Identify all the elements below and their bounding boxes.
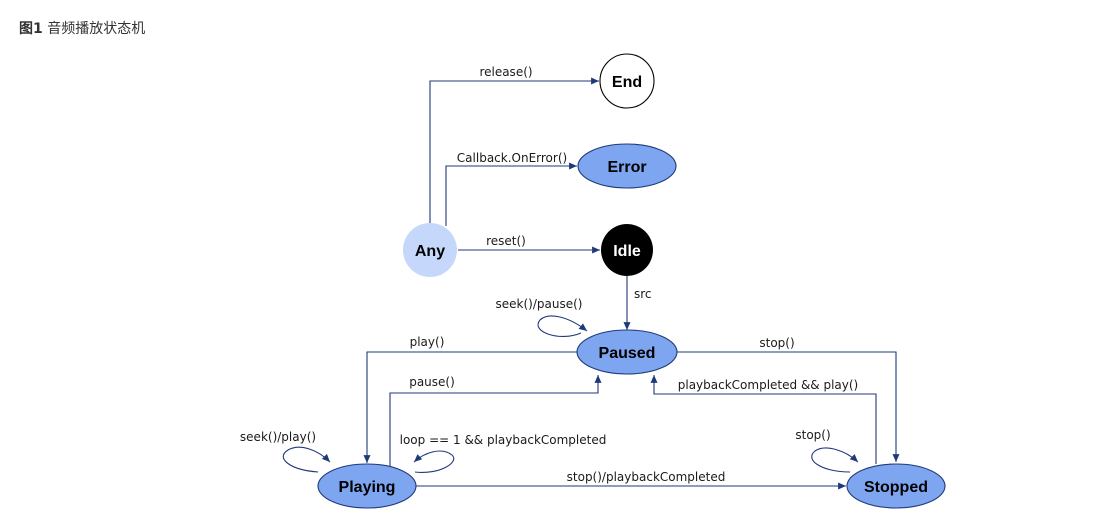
state-idle: Idle (601, 224, 653, 276)
label-stop-self: stop() (795, 428, 830, 442)
label-stop-paused: stop() (759, 336, 794, 350)
edge-pause (389, 375, 602, 466)
edge-stop-self-loop (811, 447, 859, 473)
label-play: play() (410, 335, 445, 349)
edge-seek-play-loop (282, 446, 331, 473)
state-paused-label: Paused (599, 345, 656, 362)
label-seek-play: seek()/play() (240, 430, 316, 444)
state-error: Error (577, 143, 677, 189)
label-seek-pause: seek()/pause() (496, 297, 583, 311)
state-end: End (599, 53, 655, 109)
state-idle-label: Idle (613, 243, 641, 260)
figure-number: 图1 (19, 21, 43, 37)
state-end-label: End (612, 74, 642, 91)
state-playing-label: Playing (339, 479, 396, 496)
label-pause: pause() (409, 375, 455, 389)
label-src: src (634, 287, 652, 301)
label-playback-completed-play: playbackCompleted && play() (678, 378, 859, 392)
label-on-error: Callback.OnError() (457, 151, 567, 165)
state-any: Any (403, 223, 457, 277)
state-stopped: Stopped (846, 463, 946, 509)
label-release: release() (479, 65, 532, 79)
state-stopped-label: Stopped (864, 479, 928, 496)
state-paused: Paused (576, 329, 678, 375)
figure-caption: 图1 音频播放状态机 (19, 18, 145, 38)
state-error-label: Error (607, 159, 646, 176)
label-reset: reset() (486, 234, 526, 248)
label-loop-completed: loop == 1 && playbackCompleted (400, 433, 607, 447)
state-any-label: Any (415, 243, 445, 260)
edge-release (429, 77, 599, 226)
edge-play (363, 351, 578, 463)
figure-title: 音频播放状态机 (47, 21, 146, 37)
edge-stop-paused (677, 351, 900, 462)
state-playing: Playing (317, 463, 417, 509)
edge-loop-completed (413, 450, 455, 473)
edge-on-error (445, 162, 577, 226)
label-stop-completed: stop()/playbackCompleted (567, 470, 726, 484)
edge-seek-pause-loop (537, 315, 588, 337)
edge-playback-completed-play (650, 375, 877, 464)
